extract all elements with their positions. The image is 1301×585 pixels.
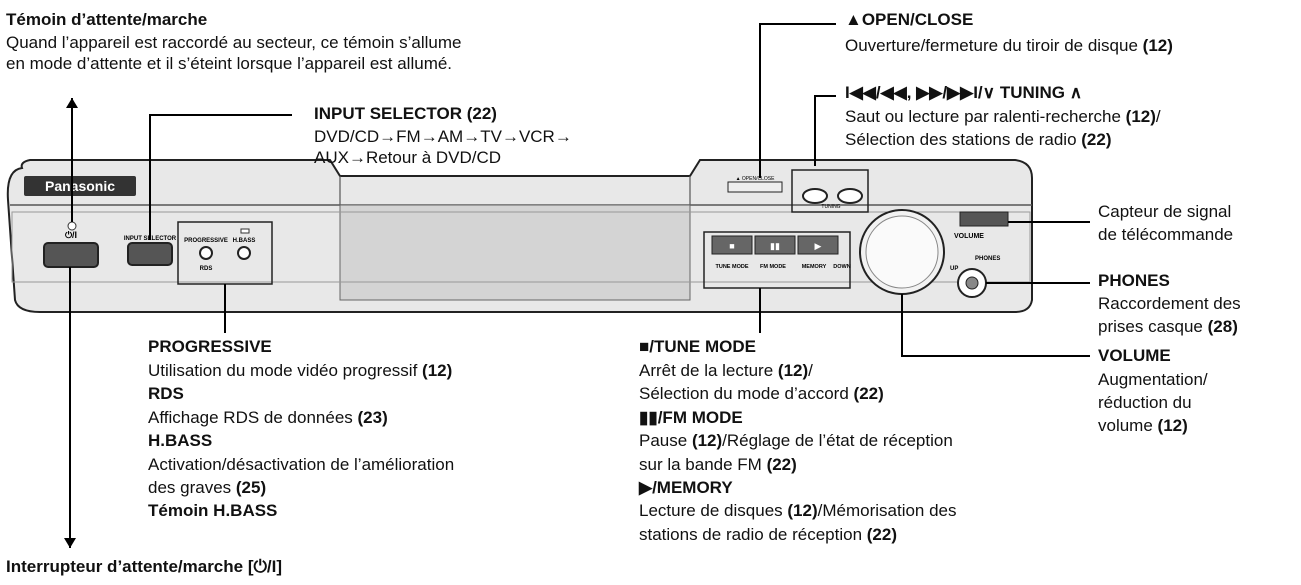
- tuning-desc-1: Saut ou lecture par ralenti-recherche (1…: [845, 107, 1161, 126]
- fm-mode-desc-1: Pause (12)/Réglage de l’état de réceptio…: [639, 431, 953, 450]
- rds-desc: Affichage RDS de données (23): [148, 408, 388, 427]
- svg-text:PHONES: PHONES: [975, 256, 1000, 262]
- hbass-desc-1: Activation/désactivation de l’améliorati…: [148, 455, 455, 474]
- tuning-desc-2: Sélection des stations de radio (22): [845, 130, 1112, 149]
- input-selector-desc-1: DVD/CD→FM→AM→TV→VCR→: [314, 127, 572, 146]
- fm-mode-title: ▮▮/FM MODE: [639, 408, 743, 427]
- memory-desc-2: stations de radio de réception (22): [639, 525, 897, 544]
- power-switch-title: Interrupteur d’attente/marche [⏻/I]: [6, 557, 283, 576]
- rds-title: RDS: [148, 384, 184, 403]
- svg-text:DOWN: DOWN: [833, 264, 850, 270]
- phones-title: PHONES: [1098, 271, 1170, 290]
- tuning-title: I◀◀/◀◀, ▶▶/▶▶I/∨ TUNING ∧: [845, 83, 1083, 102]
- volume-title: VOLUME: [1098, 346, 1171, 365]
- hbass-title: H.BASS: [148, 431, 213, 450]
- svg-text:VOLUME: VOLUME: [954, 233, 984, 240]
- svg-text:UP: UP: [950, 266, 958, 272]
- svg-text:TUNE MODE: TUNE MODE: [716, 264, 749, 270]
- volume-desc-2: réduction du: [1098, 393, 1192, 412]
- svg-text:FM MODE: FM MODE: [760, 264, 786, 270]
- leader-lines: [69, 23, 1090, 548]
- brand-logo: Panasonic: [45, 178, 115, 194]
- open-close-title: ▲OPEN/CLOSE: [845, 10, 974, 29]
- volume-desc-3: volume (12): [1098, 416, 1188, 435]
- device-front-panel: Panasonic ⏻/I INPUT SELECTOR PROGRESSIVE…: [6, 159, 1033, 313]
- progressive-desc: Utilisation du mode vidéo progressif (12…: [148, 361, 453, 380]
- phones-desc-2: prises casque (28): [1098, 317, 1238, 336]
- progressive-title: PROGRESSIVE: [148, 337, 272, 356]
- standby-indicator-desc-2: en mode d’attente et il s’éteint lorsque…: [6, 54, 453, 73]
- tune-mode-title: ■/TUNE MODE: [639, 337, 756, 356]
- volume-desc-1: Augmentation/: [1098, 370, 1208, 389]
- svg-text:▮▮: ▮▮: [770, 241, 780, 251]
- hbass-desc-2: des graves (25): [148, 478, 267, 497]
- fm-mode-desc-2: sur la bande FM (22): [639, 455, 797, 474]
- standby-indicator-desc-1: Quand l’appareil est raccordé au secteur…: [6, 33, 462, 52]
- svg-text:PROGRESSIVE: PROGRESSIVE: [184, 238, 228, 244]
- svg-text:MEMORY: MEMORY: [802, 264, 827, 270]
- tune-mode-desc-1: Arrêt de la lecture (12)/: [639, 361, 813, 380]
- standby-indicator-title: Témoin d’attente/marche: [6, 10, 208, 29]
- svg-text:▲ OPEN/CLOSE: ▲ OPEN/CLOSE: [736, 176, 776, 182]
- memory-title: ▶/MEMORY: [639, 478, 733, 497]
- svg-text:■: ■: [729, 241, 734, 251]
- svg-text:RDS: RDS: [200, 266, 213, 272]
- svg-text:▶: ▶: [815, 241, 822, 251]
- phones-desc-1: Raccordement des: [1098, 294, 1241, 313]
- arrow-heads: [64, 98, 78, 548]
- remote-sensor-desc-1: Capteur de signal: [1098, 202, 1232, 221]
- svg-text:H.BASS: H.BASS: [233, 238, 256, 244]
- remote-sensor-desc-2: de télécommande: [1098, 225, 1234, 244]
- input-selector-title: INPUT SELECTOR (22): [314, 104, 497, 123]
- svg-text:⏻/I: ⏻/I: [65, 230, 77, 240]
- svg-text:TUNING: TUNING: [821, 204, 840, 210]
- input-selector-desc-2: AUX→Retour à DVD/CD: [314, 148, 502, 167]
- hbass-led-title: Témoin H.BASS: [148, 501, 278, 520]
- open-close-desc: Ouverture/fermeture du tiroir de disque …: [845, 36, 1173, 55]
- tune-mode-desc-2: Sélection du mode d’accord (22): [639, 384, 884, 403]
- memory-desc-1: Lecture de disques (12)/Mémorisation des: [639, 501, 957, 520]
